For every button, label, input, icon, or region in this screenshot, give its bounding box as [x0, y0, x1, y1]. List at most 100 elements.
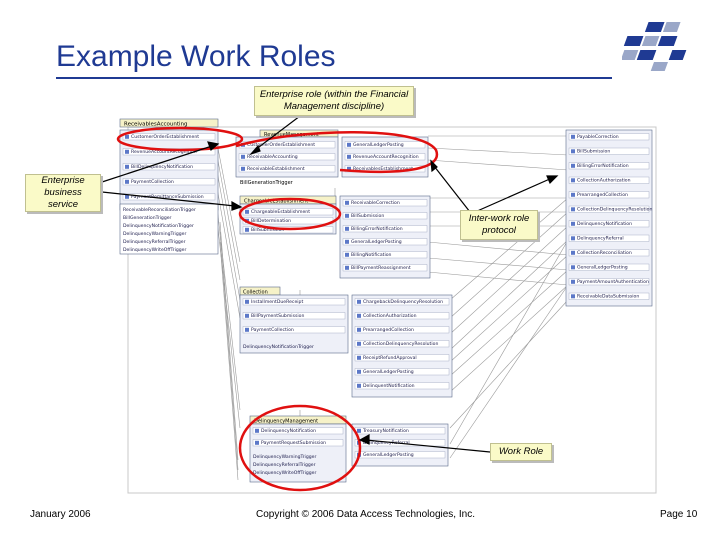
operation-icon	[571, 207, 575, 212]
operation-icon	[571, 134, 575, 139]
operation-icon	[571, 149, 575, 154]
right-column-item: ReceivableDataSubmission	[577, 294, 639, 300]
operation-icon	[125, 164, 129, 169]
highlight-work-role	[238, 404, 362, 492]
collection-right-panel: ChargebackDelinquencyResolutionCollectio…	[351, 294, 453, 398]
callout-inter-work-role: Inter-work role protocol	[460, 210, 538, 240]
collection-right-item: DelinquentNotification	[363, 383, 415, 389]
collection-right-item: PrearrangedCollection	[363, 327, 414, 333]
center-right-mid-item: ReceivableCorrection	[351, 200, 400, 206]
highlight-enterprise-role	[116, 126, 244, 152]
collection-right-item: ChargebackDelinquencyResolution	[363, 299, 443, 305]
delinquency-right-panel: TreasuryNotificationDelinquencyReferralG…	[351, 423, 449, 467]
left-item-box	[122, 163, 216, 171]
operation-icon	[357, 299, 361, 304]
delinquency-trigger: DelinquencyReferralTrigger	[253, 462, 316, 468]
right-column-item-box	[568, 220, 650, 228]
left-trigger: DelinquencyNotificationTrigger	[123, 223, 194, 229]
operation-icon	[571, 250, 575, 255]
delinquency-panel: DelinquencyManagement DelinquencyNotific…	[249, 415, 347, 483]
right-column-item-box	[568, 191, 650, 199]
center-right-mid-item-box	[342, 251, 428, 259]
collection-right-item-box	[354, 382, 450, 390]
left-item: CustomerOrderEstablishment	[131, 134, 199, 140]
right-column-item: CollectionDelinquencyResolution	[577, 207, 652, 213]
collection-item-box	[242, 326, 346, 334]
right-column-item: DelinquencyNotification	[577, 221, 632, 227]
collection-right-item: GeneralLedgerPosting	[363, 369, 414, 375]
center-top-item-box	[238, 165, 336, 173]
right-column-item-box	[568, 249, 650, 257]
collection-panel: Collection InstallmentDueReceiptBillPaym…	[239, 286, 349, 354]
center-mid-item-box	[242, 208, 334, 216]
operation-icon	[125, 134, 129, 139]
left-item-box	[122, 148, 216, 156]
center-top-item-box	[238, 153, 336, 161]
left-panel: ReceivablesAccounting CustomerOrderEstab…	[119, 118, 219, 255]
collection-item: InstallmentDueReceipt	[251, 299, 303, 305]
right-column-item-box	[568, 205, 650, 213]
center-mid-header: ChargeableEstablishment	[244, 199, 308, 205]
operation-icon	[245, 313, 249, 318]
operation-icon	[125, 149, 129, 154]
collection-right-item-box	[354, 312, 450, 320]
right-column-item-box	[568, 176, 650, 184]
center-mid-item: ChargeableEstablishment	[251, 209, 310, 215]
operation-icon	[241, 154, 245, 159]
operation-icon	[571, 294, 575, 299]
operation-icon	[357, 327, 361, 332]
collection-trigger: DelinquencyNotificationTrigger	[243, 344, 314, 350]
collection-item-box	[242, 312, 346, 320]
operation-icon	[571, 265, 575, 270]
operation-icon	[255, 440, 259, 445]
operation-icon	[571, 178, 575, 183]
left-trigger: ReceivableReconciliationTrigger	[123, 207, 196, 213]
center-right-mid-panel: ReceivableCorrectionBillSubmissionBillin…	[339, 195, 431, 279]
center-right-mid-item: BillingNotification	[351, 252, 392, 258]
operation-icon	[345, 252, 349, 257]
delinquency-right-item-box	[354, 451, 446, 459]
collection-right-item-box	[354, 354, 450, 362]
left-trigger: DelinquencyReferralTrigger	[123, 239, 186, 245]
center-right-mid-item-box	[342, 199, 428, 207]
center-right-mid-item: GeneralLedgerPosting	[351, 239, 402, 245]
collection-item: BillPaymentSubmission	[251, 313, 304, 319]
left-trigger: DelinquencyWriteOffTrigger	[123, 247, 186, 253]
right-column-item-box	[568, 234, 650, 242]
highlight-enterprise-service	[238, 197, 342, 231]
collection-right-item-box	[354, 326, 450, 334]
highlight-inter-role-link	[235, 131, 439, 174]
center-right-mid-item-box	[342, 238, 428, 246]
center-right-top-item: ReceivablesEstablishment	[353, 166, 413, 172]
left-item: RevenueAccountRecognition	[131, 149, 197, 155]
right-column-item-box	[568, 292, 650, 300]
left-item: PaymentRemittanceSubmission	[131, 194, 204, 200]
collection-item: PaymentCollection	[251, 327, 294, 333]
center-right-mid-item-box	[342, 212, 428, 220]
center-right-mid-item: BillPaymentReassignment	[351, 265, 411, 271]
operation-icon	[245, 327, 249, 332]
right-column-item: BillingErrorNotification	[577, 163, 629, 169]
left-item: PaymentCollection	[131, 179, 174, 185]
center-right-top-item-box	[344, 153, 426, 161]
operation-icon	[571, 279, 575, 284]
right-column-item: BillSubmission	[577, 149, 610, 155]
center-top-trigger: BillGenerationTrigger	[240, 180, 294, 186]
operation-icon	[345, 226, 349, 231]
operation-icon	[345, 200, 349, 205]
collection-header: Collection	[243, 290, 268, 296]
company-logo-icon	[622, 22, 687, 71]
collection-right-item-box	[354, 298, 450, 306]
operation-icon	[357, 428, 361, 433]
left-item-box	[122, 193, 216, 201]
operation-icon	[255, 428, 259, 433]
right-column-item-box	[568, 147, 650, 155]
callout-arrows	[101, 115, 559, 453]
operation-icon	[125, 194, 129, 199]
center-mid-item: BillSubmission	[251, 227, 284, 233]
operation-icon	[125, 179, 129, 184]
delinquency-right-item: DelinquencyReferral	[363, 440, 410, 446]
center-top-item: ReceivableEstablishment	[247, 166, 305, 172]
page-title: Example Work Roles	[56, 40, 336, 73]
delinquency-trigger: DelinquencyWarningTrigger	[253, 454, 316, 460]
